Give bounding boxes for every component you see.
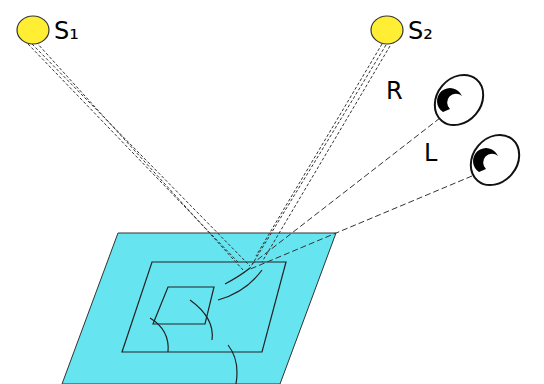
- light-rays: [28, 42, 390, 270]
- eye-label: R: [386, 78, 403, 104]
- inner-square: [153, 287, 214, 324]
- outer-square: [122, 262, 286, 352]
- eye: [425, 65, 493, 135]
- light-label: S₂: [408, 18, 433, 44]
- eye: [461, 125, 529, 195]
- eye-label: L: [424, 140, 437, 166]
- surface: [62, 233, 336, 384]
- light-label: S₁: [54, 18, 79, 44]
- light-source: [371, 16, 403, 44]
- surface-scratches: [150, 268, 262, 384]
- light-source: [17, 16, 49, 44]
- view-rays: [248, 118, 472, 270]
